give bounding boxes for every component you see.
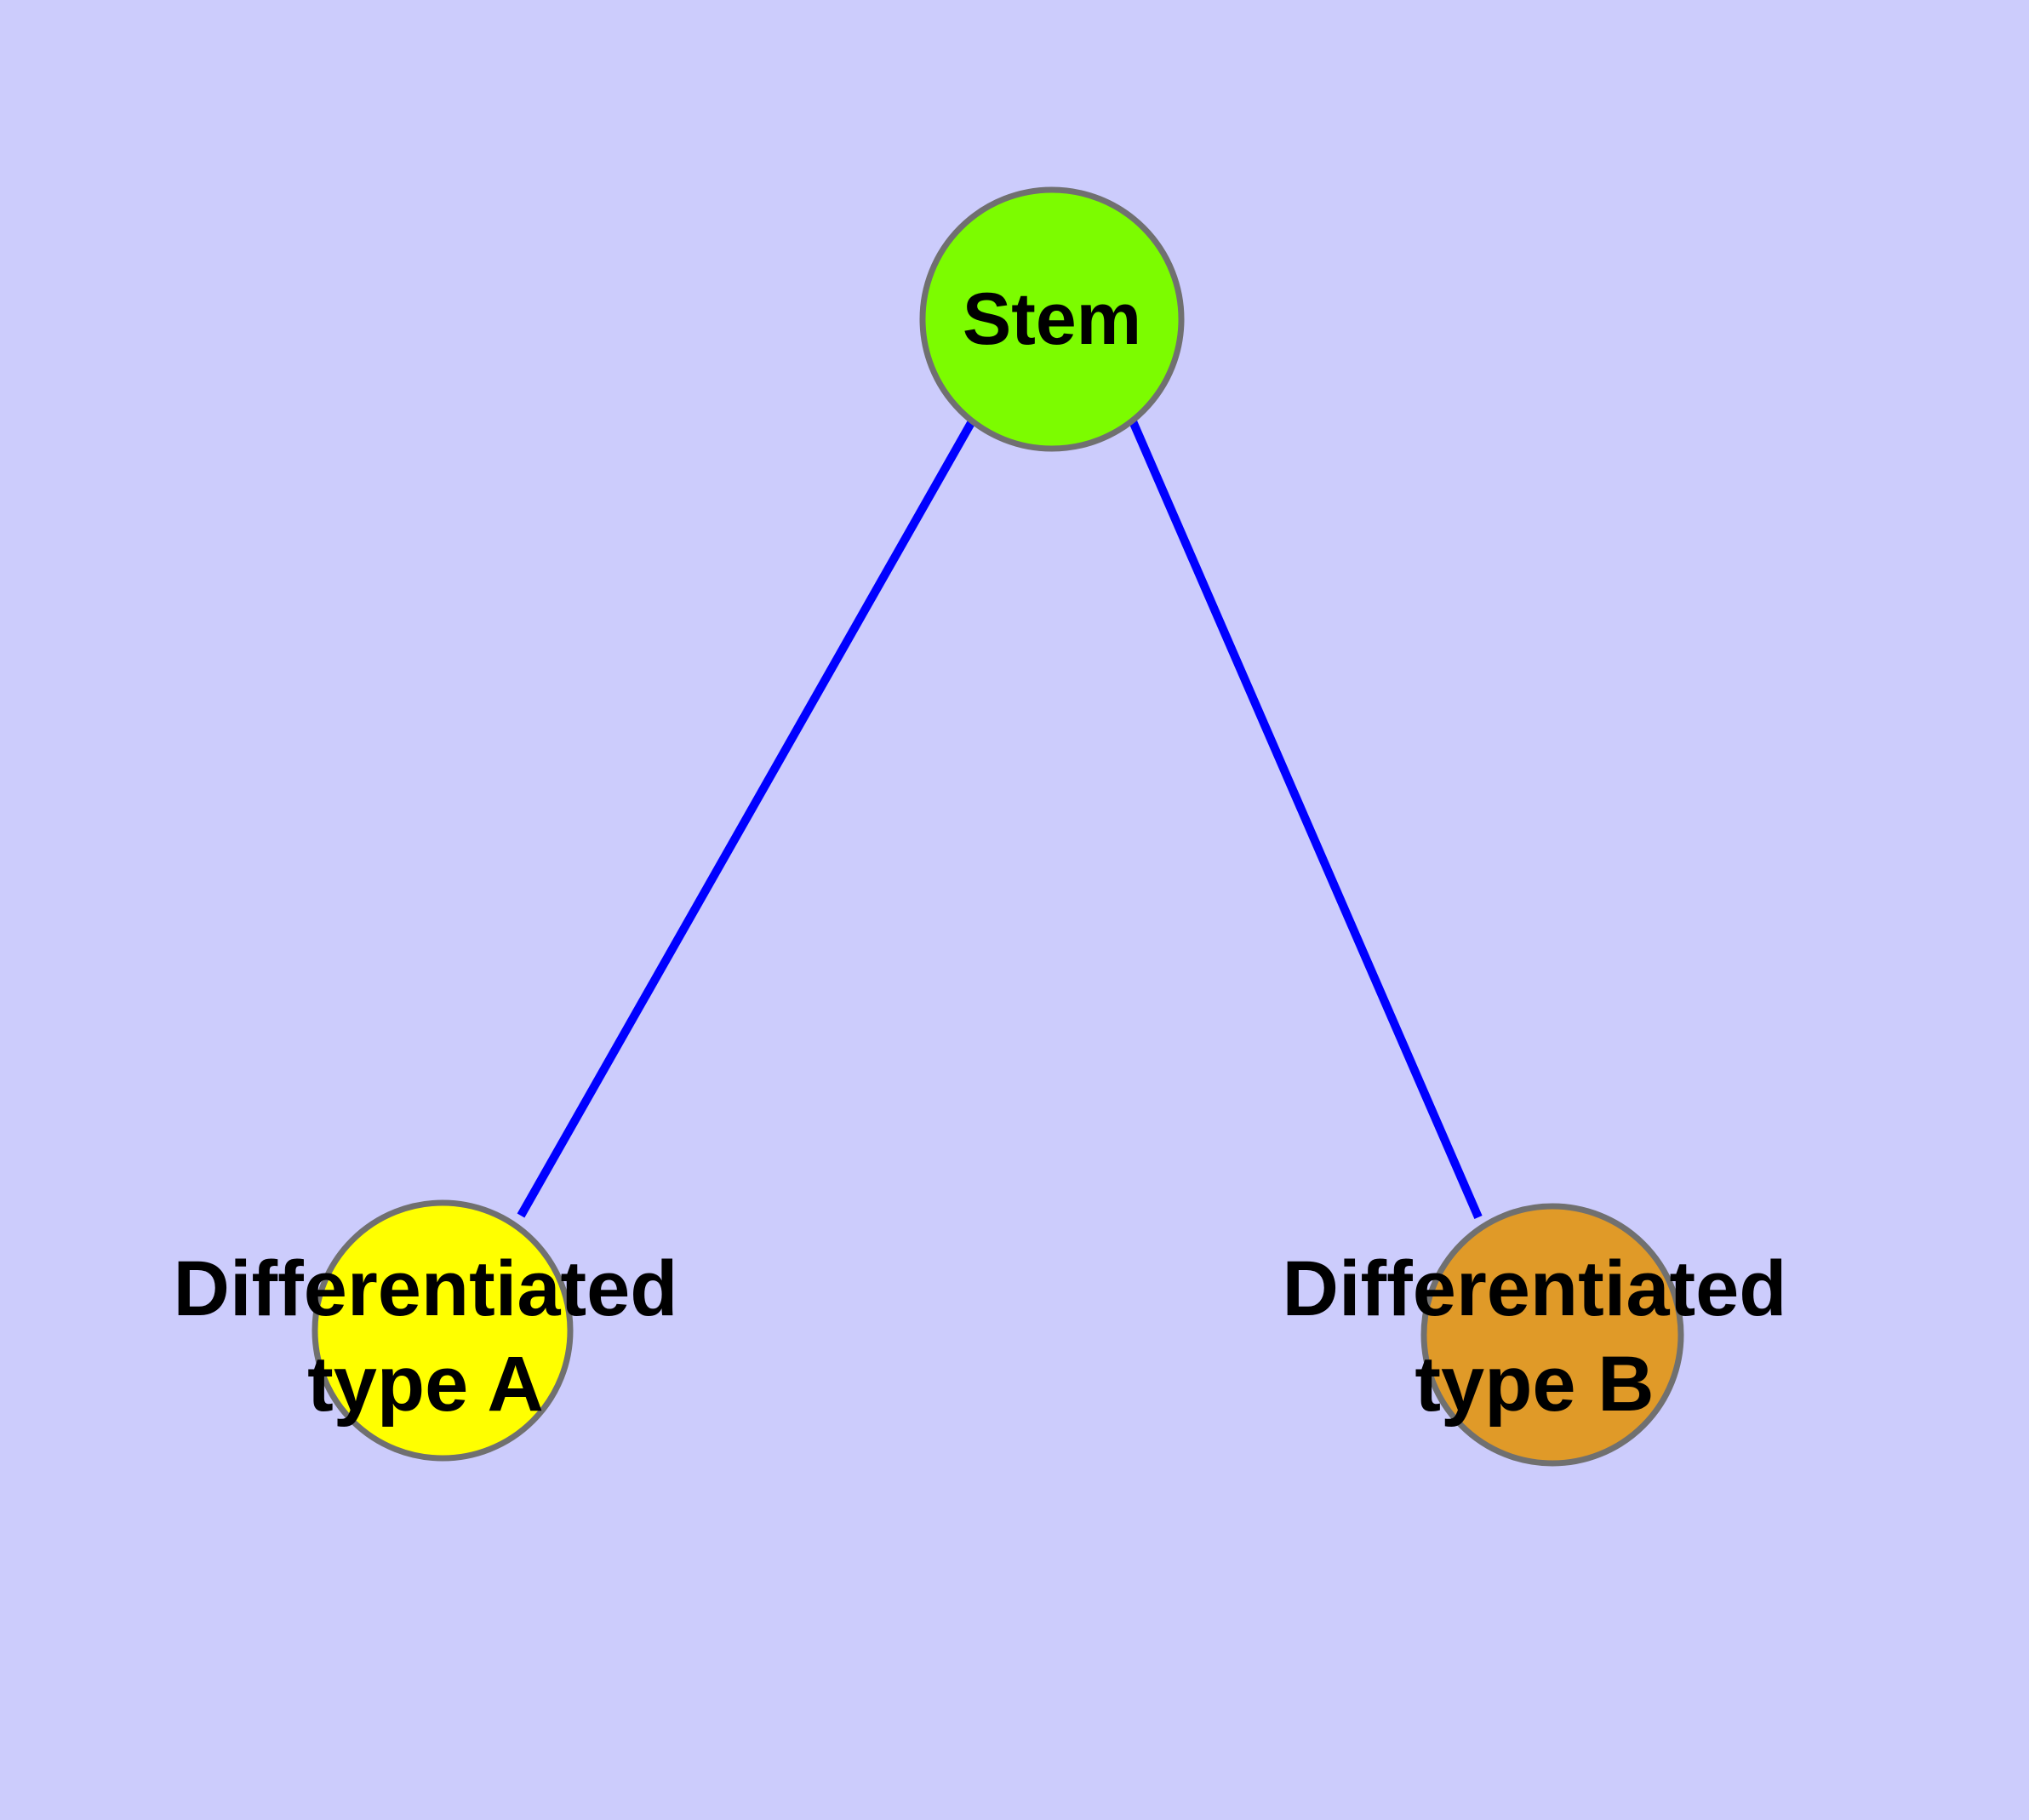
- node-circle-stem[interactable]: [919, 186, 1185, 452]
- node-label-line: type B: [1415, 1341, 1654, 1428]
- node-circle-diff_b[interactable]: [1420, 1203, 1684, 1467]
- edge-stem-to-diff-a: [517, 419, 976, 1218]
- node-label-diff_b: Differentiated type B: [1283, 1245, 1787, 1428]
- node-circle-diff_a[interactable]: [311, 1199, 574, 1462]
- node-label-diff_a: Differentiated type A: [174, 1245, 678, 1428]
- node-label-line: type A: [307, 1341, 544, 1428]
- nodes-layer: [311, 186, 1684, 1467]
- edges-layer: [517, 419, 1483, 1219]
- edge-stem-to-diff-b: [1129, 420, 1483, 1219]
- node-label-stem: Stem: [963, 278, 1141, 360]
- node-label-line: Stem: [963, 278, 1141, 360]
- node-label-line: Differentiated: [174, 1245, 678, 1332]
- node-label-line: Differentiated: [1283, 1245, 1787, 1332]
